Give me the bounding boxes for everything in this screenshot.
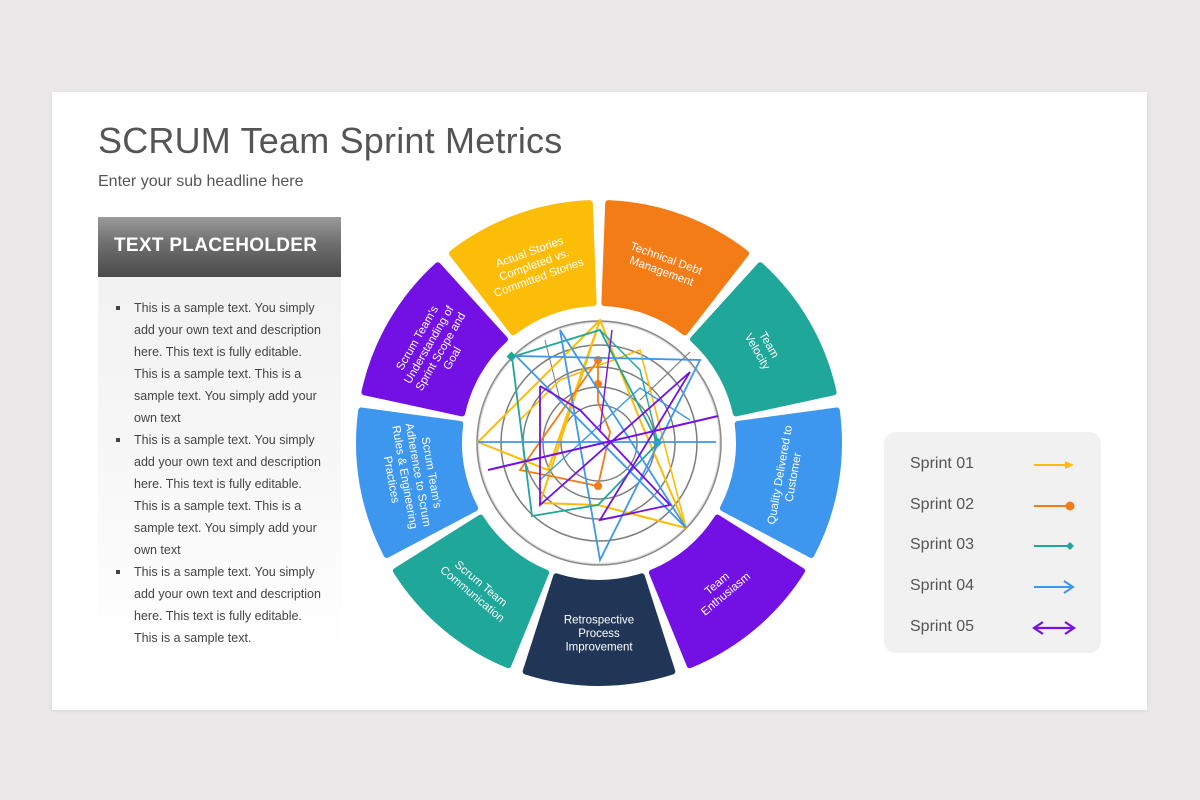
- legend-label: Sprint 05: [910, 618, 975, 635]
- legend-label: Sprint 03: [910, 536, 975, 553]
- slide: SCRUM Team Sprint Metrics Enter your sub…: [52, 92, 1147, 710]
- sprint-02-point: [594, 482, 602, 490]
- sprint-03-line: [599, 329, 659, 444]
- diamond-line-icon: [1034, 542, 1074, 550]
- bullet-list: This is a sample text. You simply add yo…: [98, 297, 341, 649]
- wheel-segments: Actual StoriesCompleted vs.Committed Sto…: [356, 200, 842, 686]
- sprint-03-point: [506, 351, 517, 362]
- wheel-segment: [719, 407, 842, 558]
- legend-item-sprint-04: Sprint 04: [884, 575, 1101, 599]
- wheel-segment: [361, 262, 508, 417]
- radar-spoke: [544, 339, 561, 401]
- sprint-05-line: [487, 415, 719, 471]
- wheel-segment: [522, 573, 676, 686]
- legend-item-sprint-01: Sprint 01: [884, 453, 1101, 477]
- dot-line-icon: [1034, 501, 1075, 511]
- segment-label-line: Process: [578, 628, 620, 640]
- bullet-item: This is a sample text. You simply add yo…: [98, 561, 327, 649]
- sprint-lines: [476, 318, 719, 563]
- bullet-item: This is a sample text. You simply add yo…: [98, 297, 327, 429]
- text-card: TEXT PLACEHOLDER This is a sample text. …: [98, 217, 341, 657]
- legend-label: Sprint 02: [910, 496, 975, 513]
- page-title: SCRUM Team Sprint Metrics: [98, 120, 563, 161]
- double-arrow-icon: [1032, 621, 1076, 635]
- bullet-item: This is a sample text. You simply add yo…: [98, 429, 327, 561]
- arrow-icon: [1034, 461, 1074, 469]
- segment-label-line: Improvement: [565, 642, 633, 654]
- wheel-segment: [601, 200, 750, 336]
- card-header: TEXT PLACEHOLDER: [98, 217, 341, 277]
- wheel-segment: [690, 262, 837, 417]
- wheel-segment: [392, 514, 550, 669]
- open-arrow-icon: [1034, 580, 1075, 594]
- wheel-segment: [648, 514, 806, 669]
- wheel-segment: [356, 407, 479, 558]
- page-subtitle: Enter your sub headline here: [98, 173, 304, 190]
- sprint-05-line: [599, 329, 613, 431]
- sprint-05-line: [539, 371, 691, 522]
- wheel-segment: [448, 200, 597, 336]
- sprint-legend: Sprint 01 Sprint 02 Sprint 03 Sprint 04: [884, 432, 1101, 653]
- legend-label: Sprint 04: [910, 577, 975, 594]
- legend-item-sprint-05: Sprint 05: [884, 616, 1101, 640]
- legend-label: Sprint 01: [910, 455, 975, 472]
- radar-ring: [500, 344, 698, 542]
- legend-item-sprint-03: Sprint 03: [884, 534, 1101, 558]
- legend-item-sprint-02: Sprint 02: [884, 494, 1101, 518]
- segment-label-line: Retrospective: [564, 615, 634, 627]
